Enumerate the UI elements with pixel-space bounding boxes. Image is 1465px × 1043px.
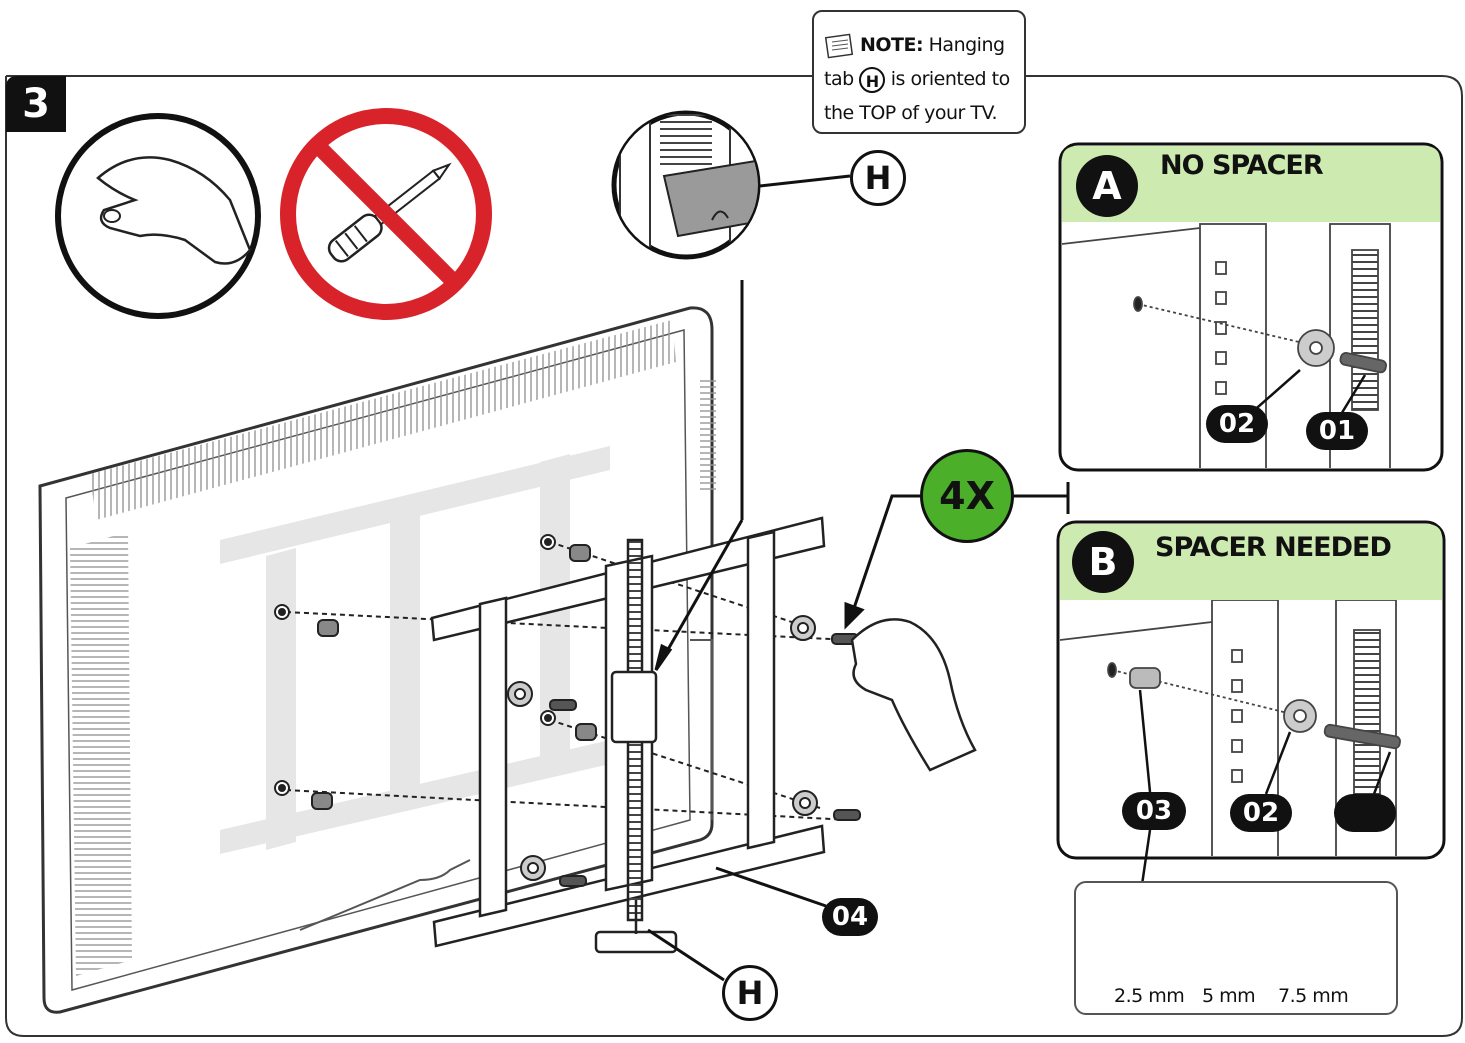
part-label-04: 04	[822, 898, 878, 936]
hand-holding-bolt	[850, 618, 977, 772]
panel-a-label-01: 01	[1306, 412, 1368, 450]
panel-b-label-03: 03	[1122, 792, 1186, 830]
spacer-sizes-box: 2.5 mm 5 mm 7.5 mm	[1074, 881, 1398, 1015]
quantity-badge: 4X	[920, 449, 1014, 543]
spacer-size-1: 2.5 mm	[1114, 985, 1185, 1007]
panel-b-label-hidden	[1334, 794, 1396, 832]
note-line3: the TOP of your TV.	[824, 102, 998, 124]
panel-b-letter: B	[1072, 531, 1134, 593]
note-line1: Hanging	[928, 34, 1005, 56]
panel-b-title: SPACER NEEDED	[1155, 532, 1392, 563]
hand-tighten-icon	[55, 113, 261, 319]
tv-back	[38, 306, 716, 1014]
note-label: NOTE:	[860, 34, 924, 56]
tab-callout-bottom: H	[722, 965, 778, 1021]
panel-a-label-02: 02	[1206, 405, 1268, 443]
no-screwdriver-icon	[280, 108, 492, 320]
panel-a-title: NO SPACER	[1160, 150, 1324, 181]
step-number: 3	[6, 76, 66, 132]
tab-callout-top: H	[850, 150, 906, 206]
spacer-size-3: 7.5 mm	[1278, 985, 1349, 1007]
panel-a-letter: A	[1076, 155, 1138, 217]
note-box: NOTE: Hanging tab H is oriented to the T…	[812, 10, 1026, 134]
note-line2-pre: tab	[824, 68, 854, 90]
tv-holes	[274, 534, 597, 810]
note-tab-symbol: H	[859, 66, 886, 93]
note-pad-icon	[824, 33, 854, 58]
panel-b-label-02: 02	[1230, 794, 1292, 832]
hanging-tab-zoom	[611, 110, 761, 260]
note-line2-post: is oriented to	[890, 68, 1010, 90]
step-frame	[5, 75, 1463, 1037]
panel-b	[1056, 520, 1446, 913]
spacer-size-2: 5 mm	[1202, 985, 1256, 1007]
